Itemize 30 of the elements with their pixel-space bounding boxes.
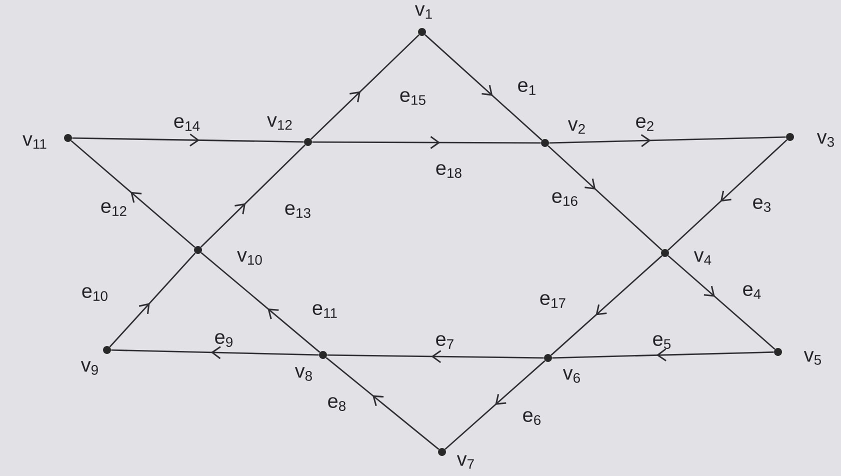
edge-label: e$_{13}$ — [285, 204, 310, 218]
edge-label: e$_{16}$ — [552, 192, 578, 206]
edge-label: e$_{11}$ — [312, 304, 337, 318]
vertex-label: v$_{4}$ — [694, 251, 712, 265]
edge-label: e$_{14}$ — [174, 117, 200, 131]
vertex-label: v$_{1}$ — [414, 5, 432, 19]
edge-label: e$_{7}$ — [436, 335, 454, 349]
edge-label: e$_{5}$ — [653, 335, 671, 349]
edge-label: e$_{17}$ — [540, 294, 566, 308]
vertex-label: v$_{8}$ — [294, 367, 312, 381]
vertex-label: v$_{11}$ — [22, 135, 46, 149]
edge-label: e$_{12}$ — [101, 202, 126, 216]
vertex-label: v$_{3}$ — [816, 133, 834, 147]
vertex-label: v$_{5}$ — [804, 351, 821, 365]
vertex-label: v$_{2}$ — [568, 120, 585, 134]
edge-label: e$_{9}$ — [215, 333, 232, 347]
vertex-label: v$_{6}$ — [562, 369, 580, 383]
edge-label: e$_{15}$ — [400, 91, 426, 105]
edge-label: e$_{10}$ — [82, 287, 108, 301]
edge-label: e$_{1}$ — [518, 81, 536, 95]
vertex-label: v$_{9}$ — [80, 361, 98, 375]
vertex-label: v$_{12}$ — [267, 116, 292, 130]
vertex-label: v$_{10}$ — [237, 251, 262, 265]
edge-label: e$_{3}$ — [753, 198, 771, 212]
edge-label: e$_{2}$ — [636, 117, 654, 131]
edge-label: e$_{6}$ — [523, 411, 541, 425]
edge-label: e$_{4}$ — [743, 285, 761, 299]
edge-label: e$_{8}$ — [328, 397, 346, 411]
edge-label: e$_{18}$ — [436, 164, 462, 178]
vertex-label: v$_{7}$ — [456, 455, 474, 469]
